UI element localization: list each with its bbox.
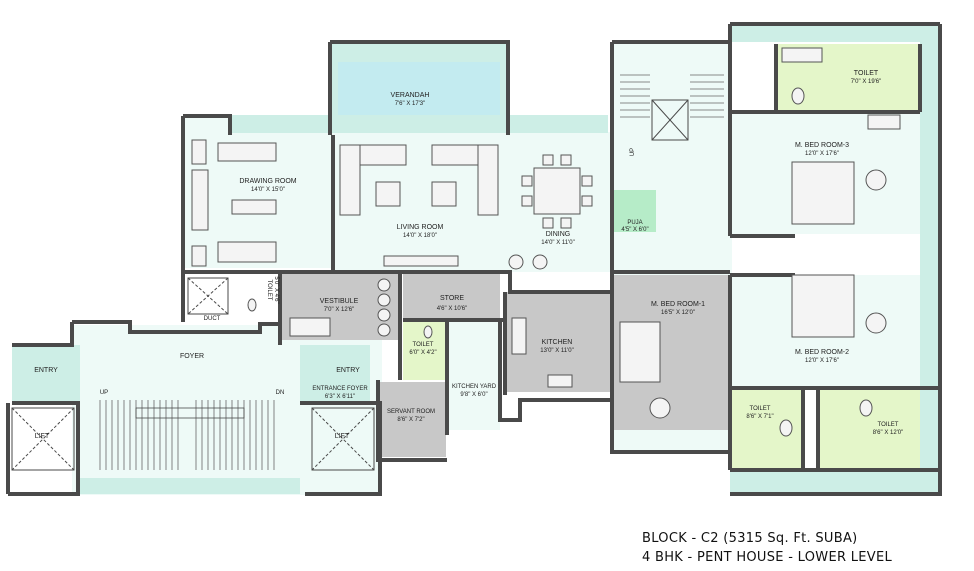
servant-floor <box>378 382 446 457</box>
bed1-lower-balcony <box>612 430 732 450</box>
top-right-balcony <box>730 24 940 42</box>
bed3-label: M. BED ROOM-3 <box>795 142 849 149</box>
toilet-servant-label: TOILET <box>413 342 434 348</box>
bottom-right-balcony <box>730 472 940 492</box>
walls <box>6 22 942 496</box>
verandah-label: VERANDAH <box>391 92 430 99</box>
store-dim: 4'6" X 10'6" <box>437 306 468 312</box>
servant-room-dim: 8'6" X 7'2" <box>397 417 424 423</box>
stair-core-right <box>651 99 689 141</box>
right-wing-floor <box>612 42 732 280</box>
lift-left-label: LIFT <box>35 433 50 440</box>
bed1-dim: 16'5" X 12'0" <box>661 310 695 316</box>
store-label: STORE <box>440 295 464 302</box>
lift-right-label: LIFT <box>335 433 350 440</box>
toilet-top-dim: 7'0" X 19'6" <box>851 79 882 85</box>
vestibule-label: VESTIBULE <box>320 298 359 305</box>
bed2-dim: 12'0" X 17'6" <box>805 358 839 364</box>
duct-shaft <box>187 277 229 315</box>
kitchen-yard-dim: 9'8" X 6'0" <box>460 392 487 398</box>
plan-caption-line2: 4 BHK - PENT HOUSE - LOWER LEVEL <box>642 550 893 565</box>
toilet-b1-dim: 8'6" X 7'1" <box>746 414 773 420</box>
lift-left-shaft <box>11 407 75 471</box>
side-staircase <box>620 74 724 118</box>
servant-room-label: SERVANT ROOM <box>387 409 435 415</box>
stair-up-label: UP <box>100 390 108 396</box>
puja-dim: 4'5" X 6'0" <box>621 227 648 233</box>
bottom-balcony <box>78 478 300 494</box>
toilet-b2-dim: 8'6" X 12'0" <box>873 430 904 436</box>
kitchen-yard-label: KITCHEN YARD <box>452 384 497 390</box>
main-staircase <box>99 400 275 470</box>
lift-right-shaft <box>311 407 375 471</box>
living-room-label: LIVING ROOM <box>397 224 444 231</box>
entry-left-label: ENTRY <box>34 367 58 374</box>
stair-side-up-label: UP <box>630 148 636 156</box>
entry-left-floor <box>12 345 80 403</box>
toilet-small-dim: 5'0" X 4'6" <box>273 276 279 303</box>
dining-dim: 14'0" X 11'0" <box>541 240 574 246</box>
bed1-label: M. BED ROOM-1 <box>651 301 705 308</box>
entry-right-label: ENTRY <box>336 367 360 374</box>
kitchen-dim: 13'0" X 11'0" <box>540 348 573 354</box>
toilet-top-label: TOILET <box>854 70 879 77</box>
round-fixtures <box>247 87 887 437</box>
kitchen-yard-floor <box>448 320 500 430</box>
store-floor <box>403 272 500 320</box>
puja-label: PUJA <box>627 220 642 226</box>
duct-label: DUCT <box>204 316 221 322</box>
plan-caption-line1: BLOCK - C2 (5315 Sq. Ft. SUBA) <box>642 531 858 546</box>
drawing-room-label: DRAWING ROOM <box>239 178 296 185</box>
right-balcony <box>920 24 940 494</box>
toilet-b1-label: TOILET <box>750 406 771 412</box>
top-balcony <box>228 115 608 133</box>
entrance-foyer-dim: 6'3" X 6'11" <box>325 394 355 400</box>
puja-floor <box>614 190 656 232</box>
bed3-dim: 12'0" X 17'6" <box>805 151 839 157</box>
living-room-dim: 14'0" X 18'0" <box>403 233 437 239</box>
verandah-dim: 7'6" X 17'3" <box>395 101 426 107</box>
toilet-servant-dim: 6'0" X 4'2" <box>409 350 436 356</box>
entry-right-floor <box>300 345 370 403</box>
vestibule-dim: 7'0" X 12'6" <box>324 307 355 313</box>
dining-label: DINING <box>546 231 571 238</box>
entrance-foyer-label: ENTRANCE FOYER <box>312 386 368 392</box>
bed2-label: M. BED ROOM-2 <box>795 349 849 356</box>
toilet-small-label: TOILET <box>266 280 272 301</box>
toilet-b2-label: TOILET <box>878 422 899 428</box>
foyer-label: FOYER <box>180 353 204 360</box>
kitchen-label: KITCHEN <box>542 339 573 346</box>
drawing-room-dim: 14'0" X 15'0" <box>251 187 285 193</box>
stair-dn-label: DN <box>276 390 285 396</box>
furniture <box>191 47 901 388</box>
